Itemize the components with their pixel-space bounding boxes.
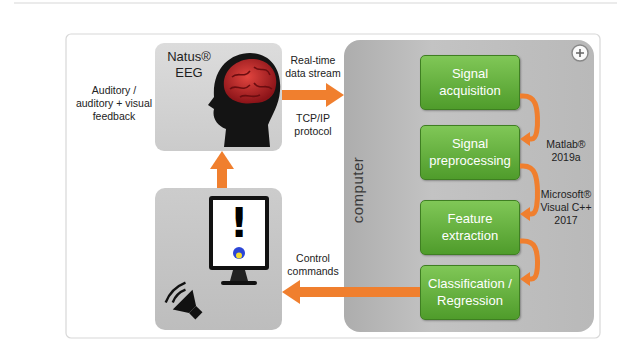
node-illustration: [155, 188, 282, 330]
edge-label-holder: Real-time data stream: [283, 54, 343, 80]
computer-panel: computer Signal acquisitionSignal preproc…: [344, 40, 594, 332]
drawing-part: [576, 49, 584, 57]
panel-title: computer: [349, 157, 367, 224]
flow-label: Real-time data stream: [283, 54, 343, 80]
cursor-ball-highlight: [236, 253, 242, 259]
process-box: Signal preprocessing: [420, 125, 520, 180]
flow-label: Auditory / auditory + visual feedback: [74, 84, 154, 123]
step-arrow: [520, 166, 538, 214]
feedback-display-box: !: [155, 188, 282, 330]
zoom-icon: [572, 45, 588, 61]
step-arrow: [520, 96, 538, 139]
process-name: Classification / Regression: [426, 276, 514, 309]
process-name: Signal acquisition: [426, 66, 514, 99]
monitor-illustration: [209, 196, 269, 285]
label-holder: Matlab® 2019a: [539, 138, 593, 164]
process-box: Feature extraction: [420, 200, 520, 255]
process-name: Signal preprocessing: [426, 136, 514, 169]
device-name: Natus® EEG: [158, 49, 220, 82]
process-box: Signal acquisition: [420, 55, 520, 110]
label-holder: Microsoft® Visual C++ 2017: [539, 188, 593, 227]
screen-symbol: !: [230, 203, 248, 243]
flow-label: Control commands: [283, 252, 343, 278]
process-box: Classification / Regression: [420, 265, 520, 320]
label-holder: TCP/IP protocol: [283, 112, 343, 138]
header-rule: [14, 2, 617, 4]
figure-frame: [66, 34, 600, 338]
edge-label-holder: Auditory / auditory + visual feedback: [74, 84, 154, 123]
brain-folds: [230, 67, 272, 97]
monitor-base: [221, 281, 257, 285]
process-name: Feature extraction: [426, 211, 514, 244]
annotation-label: Microsoft® Visual C++ 2017: [539, 188, 593, 227]
head-illustration: [208, 53, 280, 147]
drawing-part: [164, 281, 189, 306]
edge-label-holder: Control commands: [283, 252, 343, 278]
flow-arrow: [300, 287, 420, 297]
speaker-illustration: [164, 281, 209, 326]
annotation-label: TCP/IP protocol: [283, 112, 343, 138]
eeg-device-box: Natus® EEG: [155, 43, 282, 151]
head-silhouette: [208, 53, 280, 147]
monitor-frame: [209, 196, 269, 270]
flow-arrow: [217, 169, 227, 188]
monitor-stand: [230, 270, 248, 281]
step-arrow: [520, 241, 538, 279]
drawing-part: [572, 45, 588, 61]
brain: [224, 59, 276, 103]
cursor-ball: [233, 247, 245, 259]
monitor-screen: [213, 200, 265, 266]
flow-arrow: [282, 90, 326, 100]
annotation-label: Matlab® 2019a: [539, 138, 593, 164]
